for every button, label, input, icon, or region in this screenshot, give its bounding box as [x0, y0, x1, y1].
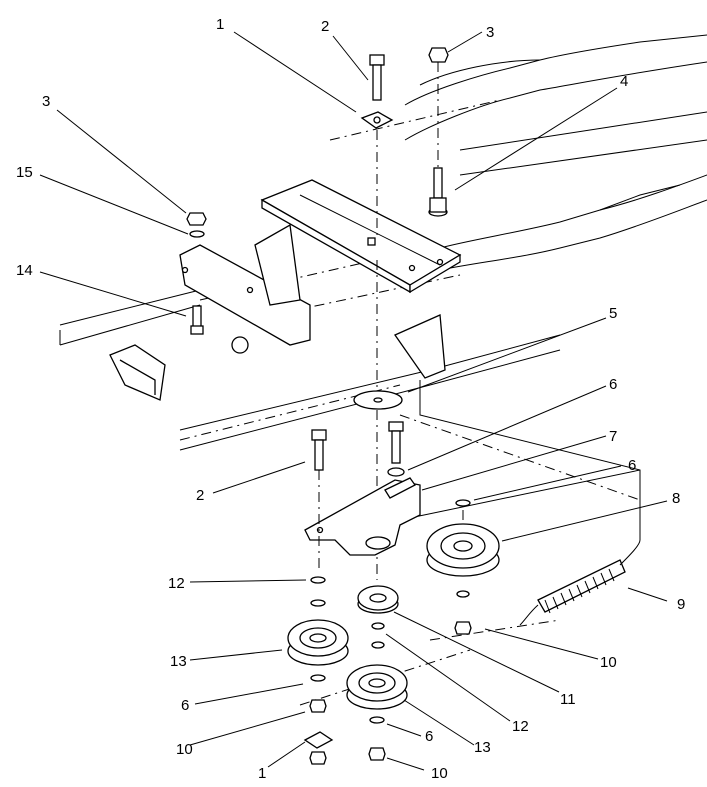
pulley-13-right — [346, 664, 408, 761]
top-hardware — [186, 47, 449, 335]
callout-10-right: 10 — [600, 654, 617, 671]
callout-3-top-right: 3 — [486, 24, 494, 41]
callout-10-left: 10 — [176, 741, 193, 758]
callout-6-left: 6 — [181, 697, 189, 714]
callout-7: 7 — [609, 428, 617, 445]
frame-rails — [59, 34, 707, 706]
washer-5 — [353, 390, 403, 410]
callout-6-bottom: 6 — [425, 728, 433, 745]
callout-2-top: 2 — [321, 18, 329, 35]
callout-1-bottom: 1 — [258, 765, 266, 782]
callout-14: 14 — [16, 262, 33, 279]
callout-15: 15 — [16, 164, 33, 181]
left-bracket — [109, 223, 446, 401]
callout-3-left: 3 — [42, 93, 50, 110]
callout-6-b: 6 — [628, 457, 636, 474]
spring-9 — [519, 539, 641, 626]
callout-labels: 1 2 3 4 3 15 14 5 6 7 6 8 2 9 12 10 11 1… — [16, 16, 685, 782]
callout-13-right: 13 — [474, 739, 491, 756]
callout-1-top: 1 — [216, 16, 224, 33]
leader-lines — [39, 31, 668, 771]
callout-12-left: 12 — [168, 575, 185, 592]
callout-11: 11 — [560, 691, 576, 708]
callout-9: 9 — [677, 596, 685, 613]
idler-arm — [304, 421, 421, 570]
pulley-8 — [426, 499, 500, 635]
callout-8: 8 — [672, 490, 680, 507]
center-pulley-stack — [357, 585, 399, 649]
callout-10-bottom: 10 — [431, 765, 448, 782]
callout-6-a: 6 — [609, 376, 617, 393]
mounting-plate — [260, 179, 462, 294]
callout-4: 4 — [620, 73, 628, 90]
pulley-13-left — [287, 576, 349, 765]
callout-12-right: 12 — [512, 718, 529, 735]
callout-2-lower: 2 — [196, 487, 204, 504]
callout-5: 5 — [609, 305, 617, 322]
callout-13-left: 13 — [170, 653, 187, 670]
